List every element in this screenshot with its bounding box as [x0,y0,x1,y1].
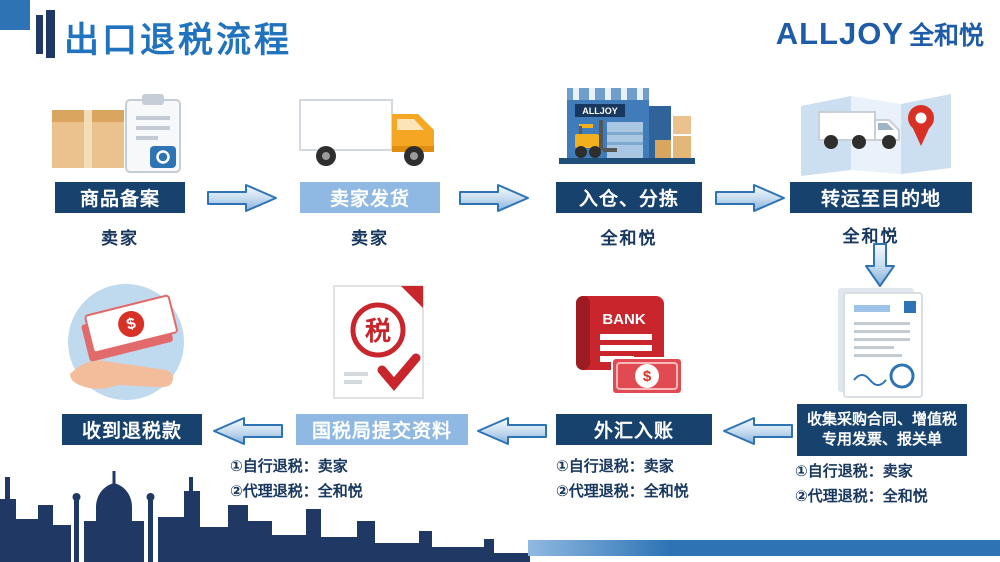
actor-label: 全和悦 [600,229,658,248]
note-line: ②代理退税：全和悦 [230,482,363,500]
dollar-sign-text: $ [643,368,652,385]
note-line: ②代理退税：全和悦 [795,487,928,505]
warehouse-brand-text: ALLJOY [582,106,618,116]
actor-label: 卖家 [351,229,389,248]
label-refund-received: 收到退税款 [62,414,202,445]
brand-logo: ALLJOY 全和悦 [776,16,984,52]
note-line: ①自行退税：卖家 [795,463,913,480]
tax-seal-text: 税 [365,316,391,346]
corner-accent [0,0,30,30]
label-transfer-destination: 转运至目的地 [790,182,972,213]
label-warehouse-sorting: 入仓、分拣 [556,182,702,213]
dollar-sign-text: $ [125,315,138,334]
title-accent-bar [36,15,43,54]
bank-label-text: BANK [602,311,645,328]
label-tax-bureau-submit: 国税局提交资料 [296,414,468,445]
refund-notes: ①自行退税：卖家 ②代理退税：全和悦 [230,455,363,505]
page-title: 出口退税流程 [64,21,293,60]
arrow-down-icon [865,243,895,287]
actor-label: 卖家 [101,229,139,248]
purchase-documents-icon [838,288,923,398]
city-skyline-silhouette [0,471,530,562]
title-accent-bar [46,10,55,58]
truck-map-pin-icon [801,94,951,176]
delivery-truck-icon [299,99,434,166]
label-forex-received: 外汇入账 [556,414,712,445]
brand-logo-en: ALLJOY [775,16,904,51]
label-product-filing: 商品备案 [55,182,185,213]
arrow-left-icon [723,417,793,445]
hand-money-icon: $ [68,284,184,400]
arrow-right-icon [207,184,277,212]
tax-bureau-document-icon: 税 [333,285,424,399]
note-line: ①自行退税：卖家 [230,458,348,475]
refund-notes: ①自行退税：卖家 ②代理退税：全和悦 [556,455,689,505]
arrow-right-icon [715,184,785,212]
note-line: ①自行退税：卖家 [556,458,674,475]
label-seller-ship: 卖家发货 [300,182,440,213]
note-line: ②代理退税：全和悦 [556,482,689,500]
actor-label: 全和悦 [842,227,900,246]
footer-bar [528,540,1000,556]
arrow-left-icon [213,417,283,445]
arrow-right-icon [459,184,529,212]
package-clipboard-icon [52,94,181,173]
brand-logo-cn: 全和悦 [908,22,984,50]
label-collect-documents: 收集采购合同、增值税专用发票、报关单 [797,404,967,456]
bank-passbook-icon: BANK $ [576,296,683,395]
refund-notes: ①自行退税：卖家 ②代理退税：全和悦 [795,460,928,510]
warehouse-forklift-icon: ALLJOY [559,88,695,164]
arrow-left-icon [477,417,547,445]
